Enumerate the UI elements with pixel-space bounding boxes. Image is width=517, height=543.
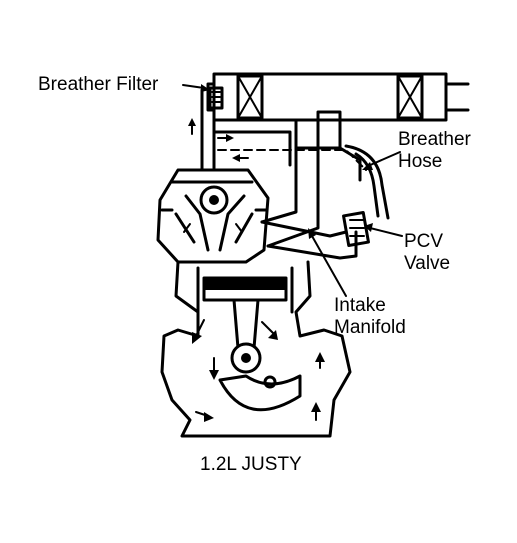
crankshaft-assembly bbox=[218, 298, 302, 412]
diagram-caption: 1.2L JUSTY bbox=[200, 454, 302, 475]
breather-hose-label-line1: Breather bbox=[398, 129, 471, 150]
leader-lines bbox=[182, 84, 403, 297]
breather-filter-label: Breather Filter bbox=[38, 74, 159, 95]
airflow-dashed-path bbox=[217, 149, 367, 171]
intake-manifold-tube bbox=[260, 163, 358, 260]
intake-manifold-label-line2: Manifold bbox=[334, 317, 406, 338]
throttle-body bbox=[294, 110, 362, 202]
pcv-valve-label-line1: PCV bbox=[404, 231, 444, 252]
breather-tube bbox=[188, 88, 292, 172]
breather-filter-element bbox=[208, 86, 224, 110]
cylinder-head bbox=[156, 168, 270, 264]
breather-hose-label-line2: Hose bbox=[398, 151, 443, 172]
intake-manifold-label-line1: Intake bbox=[334, 295, 386, 316]
flow-arrows bbox=[192, 319, 325, 422]
pcv-valve-label-line2: Valve bbox=[404, 253, 451, 274]
